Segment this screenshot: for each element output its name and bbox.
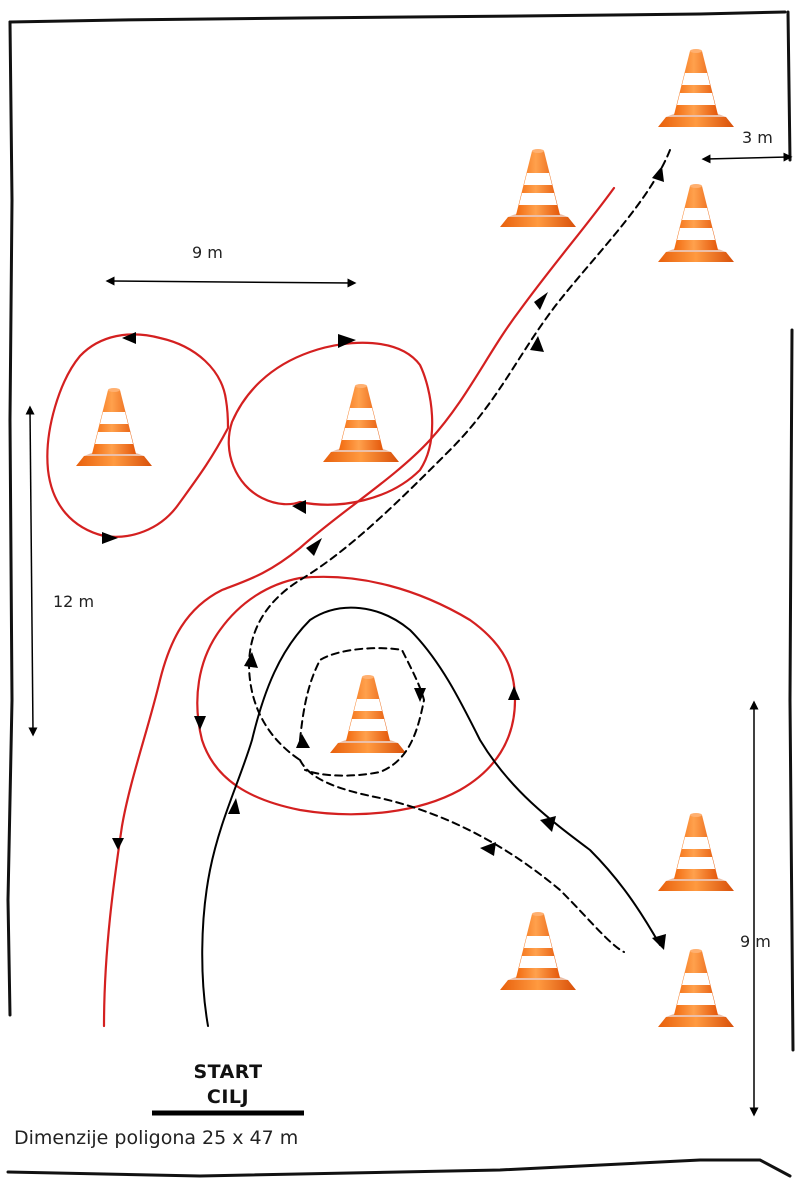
dimension-label-12m: 12 m: [53, 592, 95, 611]
dimension-label-9m-right: 9 m: [740, 932, 771, 951]
traffic-cone-icon: [658, 49, 734, 127]
arrowhead-icon: [414, 688, 426, 702]
arrowhead-icon: [228, 798, 240, 814]
dimension-lines: [25, 152, 793, 1117]
course-border: [6, 10, 795, 1178]
arrowhead-icon: [102, 532, 118, 544]
traffic-cone-icon: [658, 813, 734, 891]
arrowhead-icon: [194, 716, 206, 730]
traffic-cone-icon: [330, 675, 406, 753]
red-route: [46, 186, 616, 1028]
solid-arrows: [228, 798, 666, 950]
arrowhead-icon: [508, 686, 520, 700]
traffic-cone-icon: [500, 149, 576, 227]
arrowhead-icon: [540, 816, 556, 832]
traffic-cone-icon: [658, 949, 734, 1027]
dimension-arrow-icon: [701, 152, 793, 164]
start-label: START: [193, 1061, 263, 1083]
black-solid-route: [201, 606, 661, 1027]
dimension-arrow-icon: [105, 276, 357, 288]
arrowhead-icon: [652, 166, 664, 182]
dashed-arrows: [244, 166, 664, 856]
arrowhead-icon: [534, 292, 548, 310]
dimension-label-9m-top: 9 m: [192, 243, 223, 262]
arrowhead-icon: [338, 334, 356, 348]
dimension-label-3m: 3 m: [742, 128, 773, 147]
polygon-dimensions-caption: Dimenzije poligona 25 x 47 m: [14, 1127, 299, 1149]
arrowhead-icon: [296, 734, 310, 748]
arrowhead-icon: [480, 842, 496, 856]
finish-label: CILJ: [206, 1086, 250, 1108]
arrowhead-icon: [122, 332, 136, 344]
arrowhead-icon: [292, 500, 306, 514]
cones: [76, 49, 734, 1027]
black-dashed-route: [248, 149, 671, 953]
traffic-cone-icon: [323, 384, 399, 462]
traffic-cone-icon: [658, 184, 734, 262]
arrowhead-icon: [244, 652, 258, 668]
arrowhead-icon: [112, 838, 124, 850]
arrowhead-icon: [306, 538, 322, 556]
red-arrows: [102, 292, 548, 850]
traffic-cone-icon: [500, 912, 576, 990]
arrowhead-icon: [530, 336, 544, 352]
arrowhead-icon: [652, 934, 666, 950]
traffic-cone-icon: [76, 388, 152, 466]
dimension-arrow-icon: [25, 405, 38, 737]
